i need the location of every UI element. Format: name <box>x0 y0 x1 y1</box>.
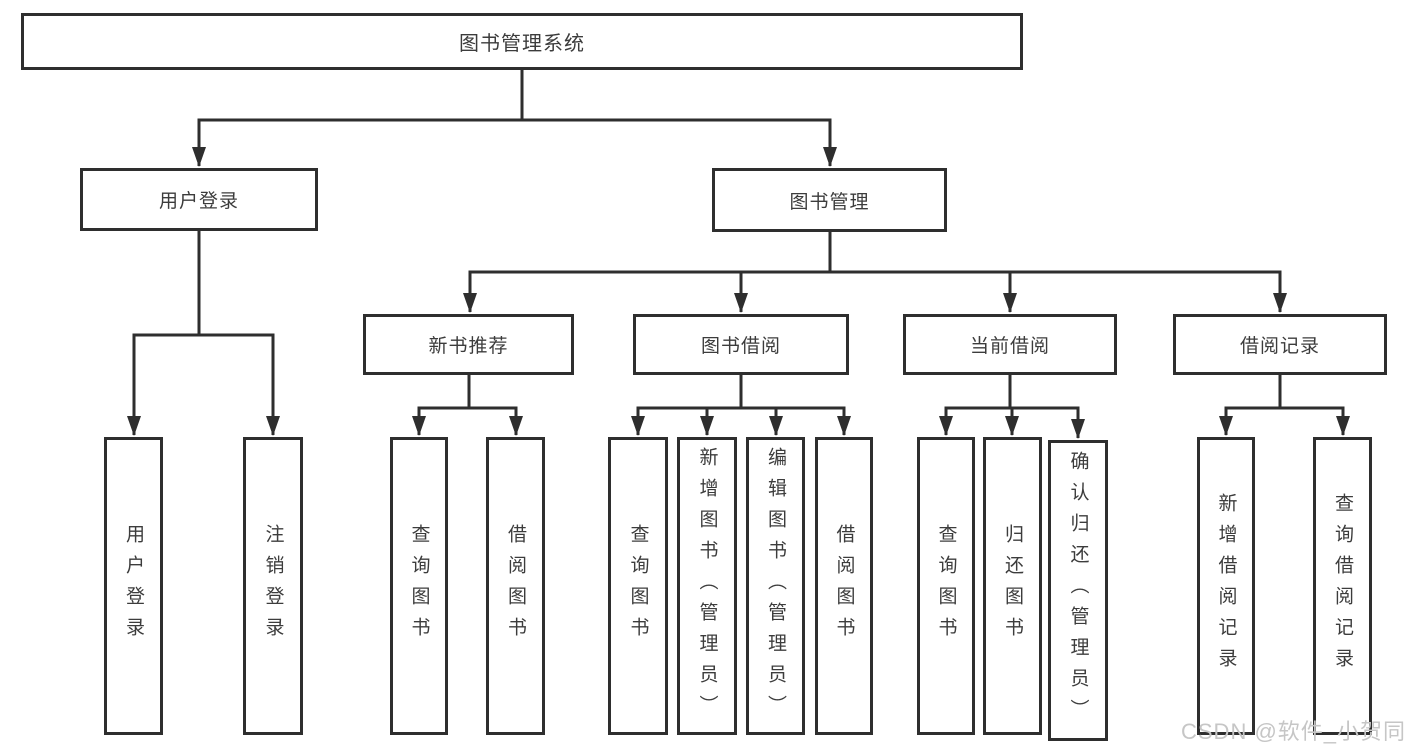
leaf-user-login: 用户登录 <box>104 437 163 735</box>
leaf-current-return: 归还图书 <box>983 437 1042 735</box>
node-current-borrowing-label: 当前借阅 <box>969 336 1050 357</box>
node-book-management-label: 图书管理 <box>789 191 870 213</box>
leaf-borrowing-add: 新增图书（管理员） <box>677 437 737 735</box>
node-borrowing-records-label: 借阅记录 <box>1239 336 1320 357</box>
node-new-book-recommend: 新书推荐 <box>363 314 574 375</box>
leaf-newbook-borrow-label: 借阅图书 <box>505 524 526 648</box>
leaf-borrowing-query: 查询图书 <box>608 437 668 735</box>
csdn-watermark: CSDN @软件_小贺同学 <box>1181 719 1405 744</box>
leaf-user-login-label: 用户登录 <box>123 524 144 648</box>
node-user-login: 用户登录 <box>80 168 318 231</box>
leaf-current-query: 查询图书 <box>917 437 975 735</box>
leaf-borrowing-query-label: 查询图书 <box>627 524 649 648</box>
leaf-newbook-query: 查询图书 <box>390 437 448 735</box>
node-user-login-label: 用户登录 <box>158 191 239 212</box>
leaf-borrowing-borrow-label: 借阅图书 <box>833 524 855 648</box>
leaf-current-confirm: 确认归还（管理员） <box>1048 440 1108 741</box>
node-new-book-recommend-label: 新书推荐 <box>428 336 509 357</box>
leaf-records-add: 新增借阅记录 <box>1197 437 1255 735</box>
leaf-records-query: 查询借阅记录 <box>1313 437 1372 735</box>
leaf-newbook-query-label: 查询图书 <box>408 524 430 648</box>
tree-branches <box>132 69 1345 438</box>
leaf-logout-label: 注销登录 <box>262 524 284 648</box>
leaf-logout: 注销登录 <box>243 437 303 735</box>
leaf-current-return-label: 归还图书 <box>1002 524 1023 648</box>
node-root: 图书管理系统 <box>21 13 1023 70</box>
leaf-current-confirm-label: 确认归还（管理员） <box>1067 451 1089 730</box>
leaf-records-query-label: 查询借阅记录 <box>1332 493 1353 679</box>
leaf-borrowing-add-label: 新增图书（管理员） <box>696 446 718 726</box>
leaf-borrowing-edit: 编辑图书（管理员） <box>746 437 805 735</box>
leaf-borrowing-borrow: 借阅图书 <box>815 437 873 735</box>
leaf-newbook-borrow: 借阅图书 <box>486 437 545 735</box>
node-root-label: 图书管理系统 <box>459 33 585 55</box>
node-borrowing-records: 借阅记录 <box>1173 314 1387 375</box>
node-current-borrowing: 当前借阅 <box>903 314 1117 375</box>
leaf-current-query-label: 查询图书 <box>935 524 957 648</box>
node-book-borrowing: 图书借阅 <box>633 314 849 375</box>
node-book-borrowing-label: 图书借阅 <box>700 336 781 357</box>
node-book-management: 图书管理 <box>712 168 947 232</box>
leaf-records-add-label: 新增借阅记录 <box>1215 493 1237 679</box>
arrowheads <box>127 147 1350 439</box>
leaf-borrowing-edit-label: 编辑图书（管理员） <box>765 446 786 726</box>
